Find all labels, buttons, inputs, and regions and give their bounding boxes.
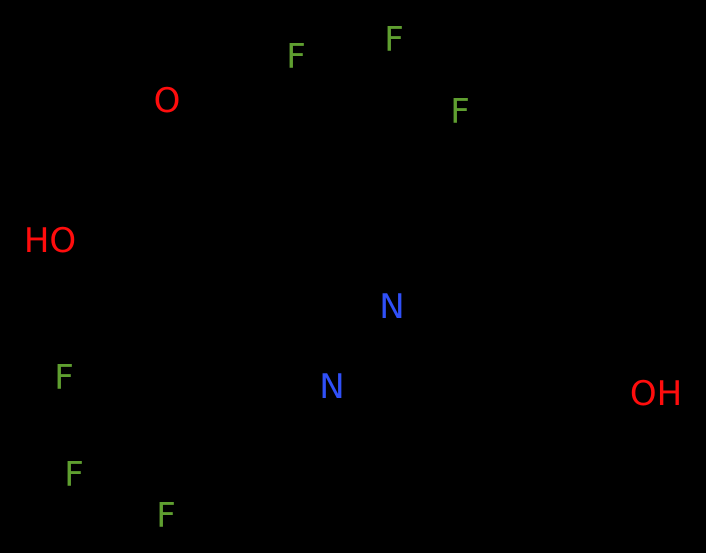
atom-label-carbonyl-oxygen: O	[153, 81, 181, 121]
atom-label-fluorine: F	[286, 37, 306, 77]
atom-label-fluorine: F	[156, 496, 176, 536]
atom-label-nitrogen: N	[379, 287, 405, 327]
atom-label-fluorine: F	[54, 358, 74, 398]
atom-label-fluorine: F	[450, 92, 470, 132]
atom-label-fluorine: F	[64, 455, 84, 495]
atom-label-hydroxyl: OH	[629, 374, 683, 414]
atom-label-carboxyl-hydroxyl: HO	[23, 221, 77, 261]
atom-label-fluorine: F	[384, 20, 404, 60]
atom-label-nitrogen: N	[319, 367, 345, 407]
